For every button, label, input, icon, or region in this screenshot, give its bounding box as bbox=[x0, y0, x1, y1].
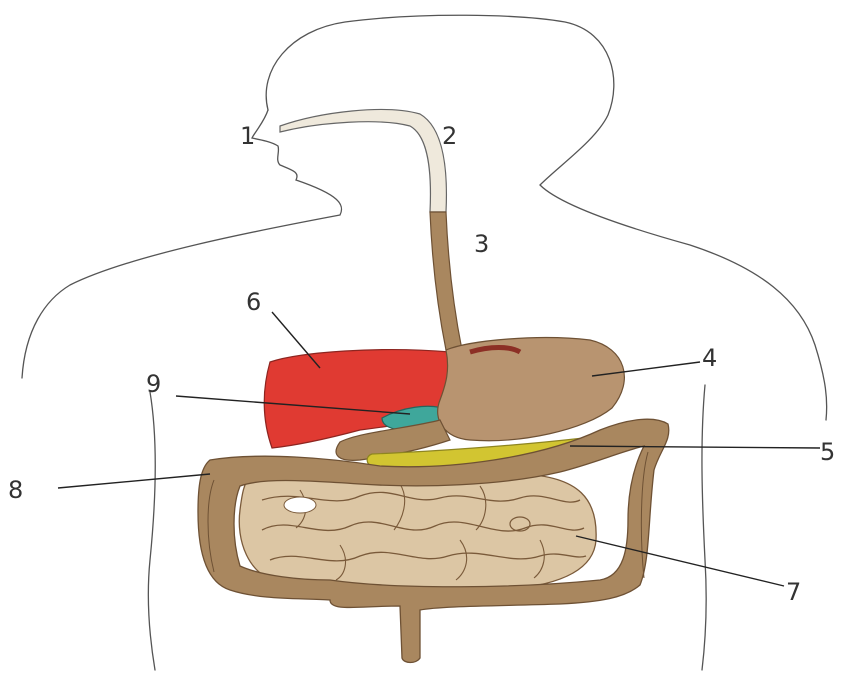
label-3: 3 bbox=[474, 230, 489, 258]
label-6: 6 bbox=[246, 288, 261, 316]
esophagus bbox=[280, 110, 462, 350]
leader-line-8 bbox=[58, 474, 210, 488]
label-5: 5 bbox=[820, 438, 835, 466]
label-8: 8 bbox=[8, 476, 23, 504]
stomach bbox=[438, 338, 625, 441]
small-intestine bbox=[239, 471, 596, 591]
label-1: 1 bbox=[240, 122, 255, 150]
label-9: 9 bbox=[146, 370, 161, 398]
label-4: 4 bbox=[702, 344, 717, 372]
label-7: 7 bbox=[786, 578, 801, 606]
label-2: 2 bbox=[442, 122, 457, 150]
